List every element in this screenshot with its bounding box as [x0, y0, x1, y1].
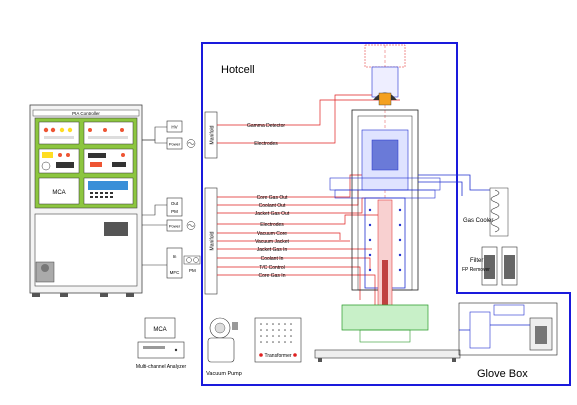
svg-text:MFC: MFC [170, 270, 180, 275]
mca-device-label: MCA [153, 327, 166, 333]
svg-text:Manifold: Manifold [210, 125, 216, 144]
hv-box: HV [167, 121, 182, 132]
vacuum-pump-label: Vacuum Pump [206, 371, 242, 377]
label-tc-control: T/C Control [259, 265, 285, 271]
controller-cables [142, 127, 167, 265]
out-pm-box: Out PM [167, 198, 182, 216]
glove-box: Glove Box [459, 303, 557, 380]
in-mfc-box: In MFC PM [167, 248, 200, 278]
label-coolant-in: Coolant In [261, 256, 284, 262]
label-vacuum-core: Vacuum Core [257, 231, 287, 237]
mca-caption: Multi-channel Analyzer [136, 364, 187, 370]
manifold-upper: Manifold [205, 112, 217, 158]
label-core-gas-in: Core Gas In [259, 273, 286, 279]
power-box-lower: Power [167, 220, 195, 231]
fp-remover-label: FP Remover [462, 267, 490, 273]
module-box-1 [39, 122, 79, 144]
gas-cooler-label: Gas Cooler [463, 218, 493, 224]
filter-unit: Filter FP Remover [462, 247, 517, 285]
svg-text:Manifold: Manifold [210, 231, 216, 250]
controller-mca-label: MCA [52, 190, 65, 196]
module-box-2 [84, 122, 133, 144]
svg-text:Power: Power [169, 142, 181, 147]
label-electrodes-lower: Electrodes [260, 222, 284, 228]
glove-box-title: Glove Box [477, 368, 528, 380]
cabinet-dark-module [104, 222, 128, 236]
transformer-label: Transformer [264, 353, 291, 359]
filter-label: Filter [470, 258, 483, 264]
svg-text:Out: Out [171, 201, 179, 206]
controller-title: PIA Controller [72, 111, 100, 116]
svg-text:Power: Power [169, 224, 181, 229]
mca-device: MCA Multi-channel Analyzer [136, 318, 187, 370]
transformer: Transformer [255, 318, 301, 362]
svg-text:PM: PM [189, 268, 196, 273]
irradiation-apparatus [315, 45, 490, 362]
label-gamma-detector: Gamma Detector [247, 123, 285, 129]
power-box-upper: Power [167, 138, 195, 149]
svg-text:PM: PM [171, 209, 178, 214]
label-jacket-gas-out: Jacket Gas Out [255, 211, 290, 217]
svg-text:In: In [173, 254, 177, 259]
label-jacket-gas-in: Jacket Gas In [257, 247, 288, 253]
label-electrodes-upper: Electrodes [254, 141, 278, 147]
vacuum-pump: Vacuum Pump [206, 318, 242, 377]
manifold-lower: Manifold [205, 188, 217, 294]
label-coolant-out: Coolant Out [259, 203, 286, 209]
gas-cooler: Gas Cooler [463, 188, 508, 236]
signal-lines [217, 95, 400, 310]
module-box-4 [84, 149, 133, 173]
label-core-gas-out: Core Gas Out [257, 195, 288, 201]
pia-controller-cabinet: PIA Controller MCA [30, 105, 142, 297]
signal-labels: Gamma Detector Electrodes Core Gas Out C… [247, 123, 290, 279]
label-vacuum-jacket: Vacuum Jacket [255, 239, 289, 245]
hotcell-title: Hotcell [221, 64, 255, 76]
svg-text:HV: HV [171, 125, 177, 130]
